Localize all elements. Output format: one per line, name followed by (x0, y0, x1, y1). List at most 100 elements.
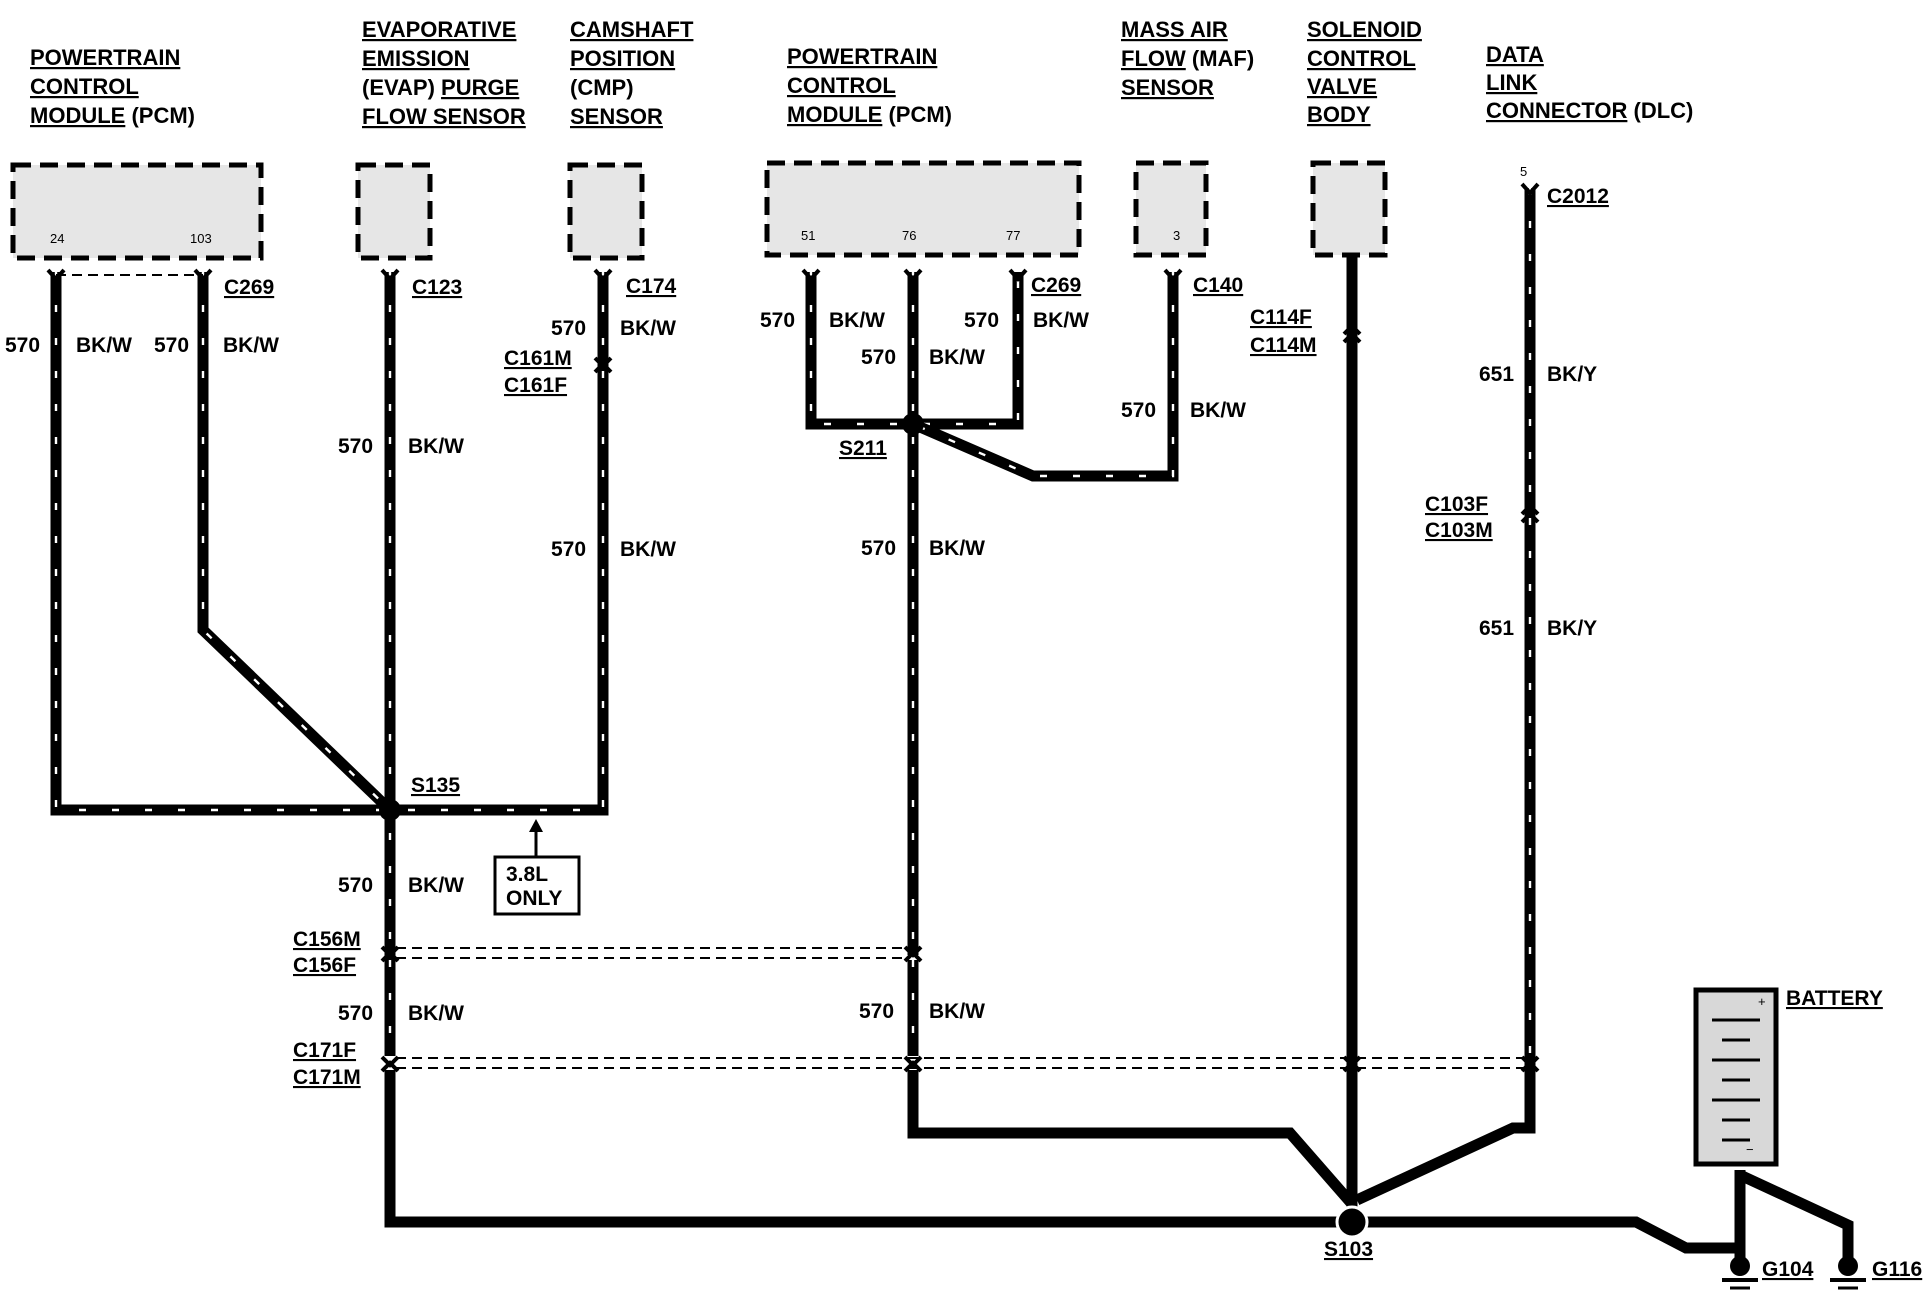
connector-c171m: C171M (293, 1066, 361, 1089)
pcm-left-pin-103: 103 (190, 231, 212, 246)
svg-text:LINK: LINK (1486, 70, 1537, 95)
svg-text:570: 570 (338, 435, 373, 458)
connector-c123: C123 (412, 276, 462, 299)
svg-text:570: 570 (154, 334, 189, 357)
svg-text:BK/W: BK/W (76, 334, 132, 357)
svg-text:SENSOR: SENSOR (570, 104, 663, 129)
svg-text:570: 570 (859, 1000, 894, 1023)
svg-text:570: 570 (760, 309, 795, 332)
connector-c2012: C2012 (1547, 185, 1609, 208)
pcm-left-title: POWERTRAIN CONTROL MODULE (PCM) (30, 45, 195, 128)
svg-text:BK/W: BK/W (929, 537, 985, 560)
svg-text:EMISSION: EMISSION (362, 46, 470, 71)
pcm-left-pin-24: 24 (50, 231, 64, 246)
pcm-mid-pin-51: 51 (801, 228, 815, 243)
pcm-mid-title: POWERTRAIN CONTROL MODULE (PCM) (787, 44, 952, 127)
svg-text:CONTROL: CONTROL (1307, 46, 1416, 71)
maf-sensor-box (1133, 160, 1209, 258)
svg-text:BODY: BODY (1307, 102, 1371, 127)
svg-text:BK/W: BK/W (408, 1002, 464, 1025)
svg-text:POWERTRAIN: POWERTRAIN (787, 44, 937, 69)
svg-text:570: 570 (551, 317, 586, 340)
svg-text:570: 570 (551, 538, 586, 561)
svg-text:BK/W: BK/W (829, 309, 885, 332)
svg-text:(EVAP) PURGE: (EVAP) PURGE (362, 75, 519, 100)
ground-g104-symbol (1722, 1256, 1758, 1290)
svg-text:BK/W: BK/W (620, 317, 676, 340)
maf-pin-3: 3 (1173, 228, 1180, 243)
ground-g116-symbol (1830, 1256, 1866, 1290)
pcm-mid-pin-77: 77 (1006, 228, 1020, 243)
svg-text:570: 570 (5, 334, 40, 357)
svg-text:BK/W: BK/W (929, 1000, 985, 1023)
splice-s103-label: S103 (1324, 1238, 1373, 1261)
svg-text:(CMP): (CMP) (570, 75, 634, 100)
engine-note: 3.8L ONLY (493, 819, 581, 916)
svg-text:CAMSHAFT: CAMSHAFT (570, 17, 694, 42)
svg-text:FLOW (MAF): FLOW (MAF) (1121, 46, 1254, 71)
connector-marks (46, 182, 1540, 1073)
connector-c171f: C171F (293, 1039, 356, 1062)
svg-text:3.8L: 3.8L (506, 863, 548, 886)
pcm-mid-pin-76: 76 (902, 228, 916, 243)
dlc-title: DATA LINK CONNECTOR (DLC) (1486, 42, 1693, 123)
wire-s135-to-s103 (384, 1070, 1352, 1228)
connector-c174: C174 (626, 275, 677, 298)
connector-c269-left: C269 (224, 276, 274, 299)
svg-text:570: 570 (338, 874, 373, 897)
wire-cmp (390, 272, 609, 816)
connector-c161m: C161M (504, 347, 572, 370)
svg-text:BK/W: BK/W (408, 874, 464, 897)
pcm-left-box (10, 162, 264, 261)
svg-text:570: 570 (1121, 399, 1156, 422)
svg-text:BK/Y: BK/Y (1547, 363, 1597, 386)
svg-text:BK/W: BK/W (1033, 309, 1089, 332)
connector-c156m: C156M (293, 928, 361, 951)
connector-c114m: C114M (1250, 334, 1317, 357)
solenoid-valve-body-title: SOLENOID CONTROL VALVE BODY (1307, 17, 1422, 127)
svg-text:BK/W: BK/W (223, 334, 279, 357)
connector-c156f: C156F (293, 954, 356, 977)
svg-text:POWERTRAIN: POWERTRAIN (30, 45, 180, 70)
svg-text:VALVE: VALVE (1307, 74, 1377, 99)
cmp-sensor-title: CAMSHAFT POSITION (CMP) SENSOR (570, 17, 694, 129)
svg-text:POSITION: POSITION (570, 46, 675, 71)
svg-text:BK/W: BK/W (1190, 399, 1246, 422)
wire-maf (910, 272, 1179, 482)
svg-text:DATA: DATA (1486, 42, 1544, 67)
svg-text:−: − (1746, 1142, 1754, 1157)
svg-text:+: + (1758, 994, 1766, 1009)
svg-text:FLOW SENSOR: FLOW SENSOR (362, 104, 526, 129)
svg-text:BK/W: BK/W (620, 538, 676, 561)
connector-c269-mid: C269 (1031, 274, 1081, 297)
wire-s103-to-g104 (1352, 1216, 1740, 1254)
solenoid-valve-body-box (1310, 160, 1388, 258)
svg-text:MODULE (PCM): MODULE (PCM) (30, 103, 195, 128)
pcm-mid-box (764, 160, 1082, 258)
svg-text:570: 570 (964, 309, 999, 332)
svg-text:BK/W: BK/W (408, 435, 464, 458)
splice-s135-label: S135 (411, 774, 460, 797)
evap-sensor-box (355, 162, 433, 261)
connector-c161f: C161F (504, 374, 567, 397)
splice-s211-label: S211 (839, 437, 887, 460)
svg-text:651: 651 (1479, 617, 1514, 640)
evap-sensor-title: EVAPORATIVE EMISSION (EVAP) PURGE FLOW S… (362, 17, 526, 129)
svg-text:BK/W: BK/W (929, 346, 985, 369)
splice-s135 (379, 799, 401, 821)
ground-g116-label: G116 (1872, 1258, 1922, 1281)
wire-battery-to-g116 (1737, 1170, 1854, 1262)
svg-text:CONTROL: CONTROL (30, 74, 139, 99)
maf-sensor-title: MASS AIR FLOW (MAF) SENSOR (1121, 17, 1254, 100)
connector-c140: C140 (1193, 274, 1243, 297)
svg-text:MASS AIR: MASS AIR (1121, 17, 1228, 42)
svg-text:570: 570 (338, 1002, 373, 1025)
connector-c103m: C103M (1425, 519, 1493, 542)
connector-c114f: C114F (1250, 306, 1312, 329)
dlc-pin-5: 5 (1520, 164, 1527, 179)
svg-text:570: 570 (861, 537, 896, 560)
svg-text:CONNECTOR (DLC): CONNECTOR (DLC) (1486, 98, 1693, 123)
svg-text:SOLENOID: SOLENOID (1307, 17, 1422, 42)
battery-label: BATTERY (1786, 987, 1883, 1010)
